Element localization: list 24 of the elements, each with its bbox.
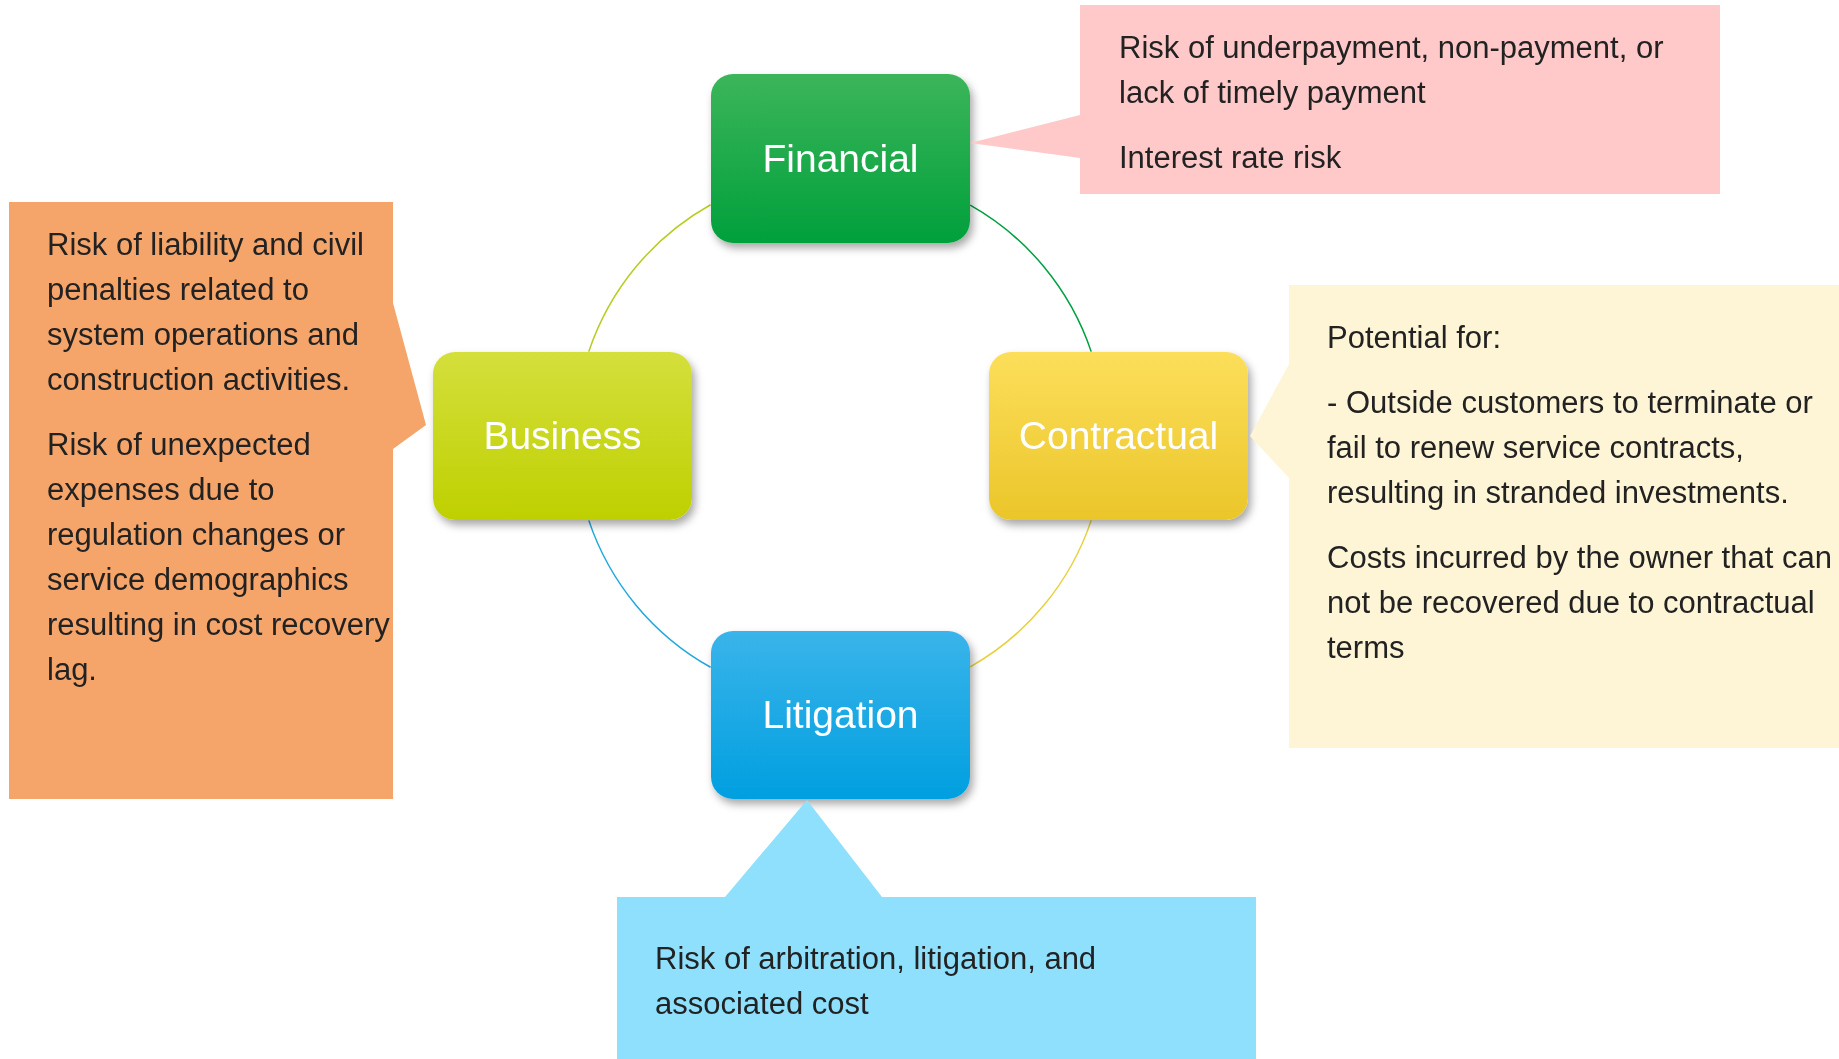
callout-text: Costs incurred by the owner that can not be recovered due to contractual terms: [1327, 539, 1832, 667]
callout-text: - Outside customers to terminate or fail to renew service contracts, resulting in stranded investments.: [1327, 384, 1814, 512]
connector-arc: [969, 519, 1092, 668]
connector-arc: [588, 204, 712, 353]
connector-arc: [969, 204, 1092, 353]
category-box: [989, 352, 1248, 520]
callout-text: Potential for:: [1327, 319, 1503, 357]
callout-text: Risk of arbitration, litigation, and associated cost: [655, 940, 1098, 1023]
category-label: Litigation: [762, 693, 919, 737]
category-box: [711, 74, 970, 243]
category-box: [433, 352, 692, 520]
callout-box: [617, 800, 1256, 1059]
category-label: Business: [483, 414, 642, 458]
callout-text: Risk of underpayment, non-payment, or lack of timely payment: [1119, 29, 1665, 112]
category-box: [711, 631, 970, 799]
callout-box: [970, 5, 1720, 194]
callout-text: Risk of liability and civil penalties related to system operations and construction activities.: [47, 226, 365, 399]
category-label: Financial: [762, 136, 919, 181]
category-label: Contractual: [1018, 414, 1219, 458]
callout-box: [9, 202, 426, 799]
connector-arc: [588, 519, 712, 668]
callout-box: [1250, 285, 1839, 748]
callout-text: Risk of unexpected expenses due to regulation changes or service demographics resulting in cost recovery lag.: [47, 426, 391, 689]
callout-text: Interest rate risk: [1119, 139, 1343, 177]
